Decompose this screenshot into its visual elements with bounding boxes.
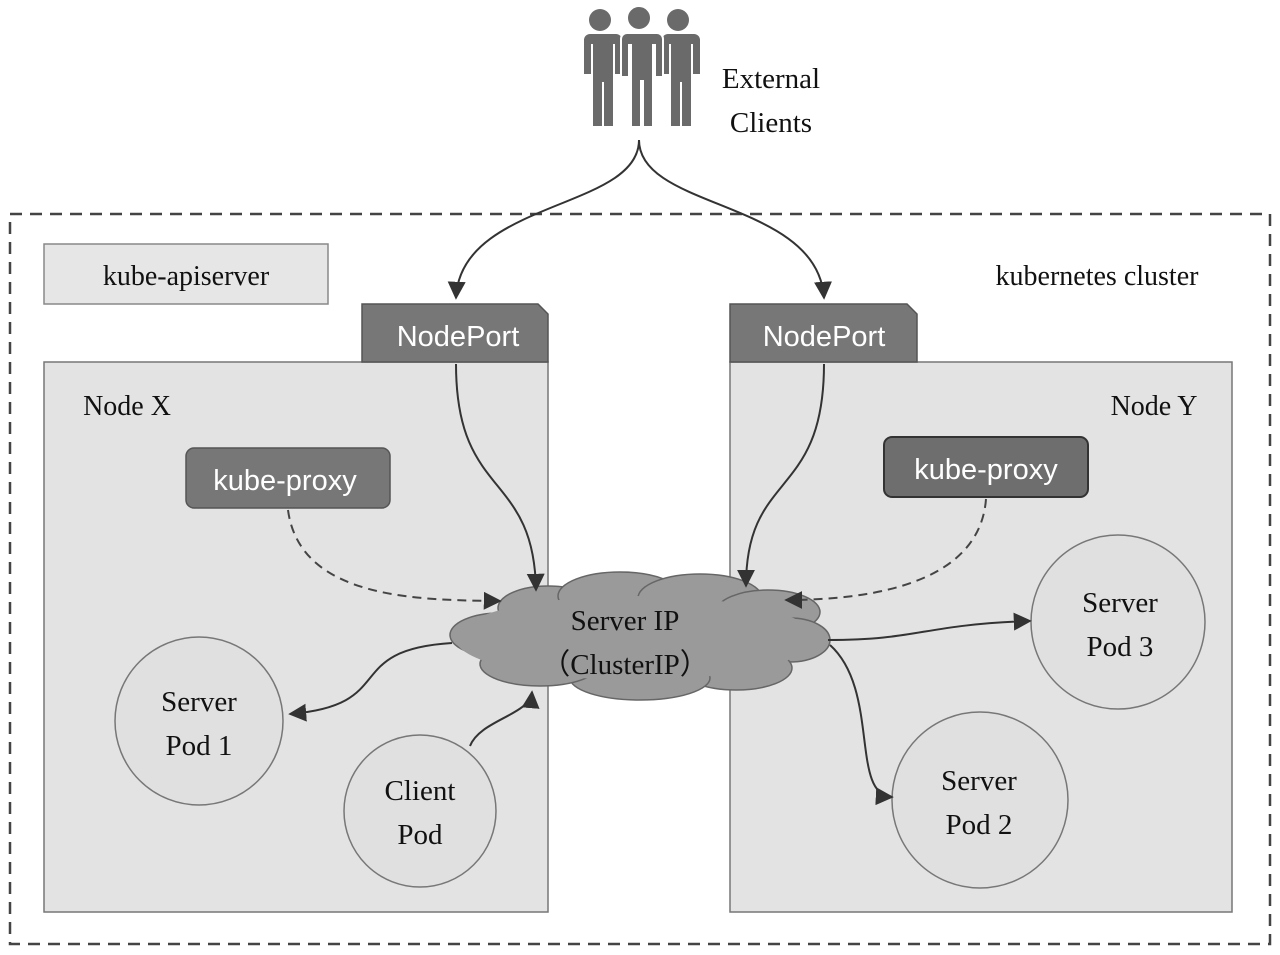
server-pod-3-line1: Server <box>1082 587 1158 619</box>
server-pod-1-line2: Pod 1 <box>166 730 233 762</box>
arrow-service-to-server-pod-3 <box>827 612 1032 641</box>
server-pod-2: Server Pod 2 <box>891 711 1069 889</box>
client-pod-line1: Client <box>385 775 456 807</box>
node-y-label: Node Y <box>1111 391 1198 422</box>
arrow-clients-to-nodeport-x <box>447 139 640 300</box>
kube-proxy-y-label: kube-proxy <box>914 454 1058 486</box>
nodeport-y-label: NodePort <box>763 321 886 353</box>
arrow-kube-proxy-y-to-service <box>784 498 987 609</box>
server-pod-2-line2: Pod 2 <box>946 809 1013 841</box>
client-pod: Client Pod <box>343 734 497 888</box>
arrow-service-to-server-pod-1 <box>288 642 453 722</box>
arrow-clients-to-nodeport-y <box>638 139 832 300</box>
arrow-service-to-server-pod-2 <box>829 644 894 806</box>
service-ip-line1: Server IP <box>571 605 680 637</box>
external-clients-line2: Clients <box>730 107 812 139</box>
nodeport-x: NodePort <box>361 303 549 363</box>
external-clients-line1: External <box>722 63 820 95</box>
cluster-boundary <box>8 212 1272 946</box>
client-pod-line2: Pod <box>397 819 443 851</box>
apiserver-label: kube-apiserver <box>103 261 270 292</box>
arrow-nodeport-y-to-service <box>737 363 825 588</box>
server-pod-2-line1: Server <box>941 765 1017 797</box>
kube-proxy-x-label: kube-proxy <box>213 465 357 497</box>
server-pod-3: Server Pod 3 <box>1030 534 1206 710</box>
nodeport-x-label: NodePort <box>397 321 520 353</box>
arrow-kube-proxy-x-to-service <box>287 509 502 610</box>
kube-proxy-x: kube-proxy <box>185 447 391 509</box>
service-ip-line2: （ClusterIP） <box>541 649 709 681</box>
node-x-label: Node X <box>83 391 171 422</box>
cluster-label: kubernetes cluster <box>996 261 1200 292</box>
arrow-client-pod-to-service <box>469 690 540 747</box>
kube-proxy-y: kube-proxy <box>883 436 1089 498</box>
server-pod-1-line1: Server <box>161 686 237 718</box>
nodeport-y: NodePort <box>729 303 918 363</box>
server-pod-1: Server Pod 1 <box>114 636 284 806</box>
arrow-nodeport-x-to-service <box>455 363 545 592</box>
apiserver-box: kube-apiserver <box>43 243 329 305</box>
people-group-icon <box>584 5 700 128</box>
server-pod-3-line2: Pod 3 <box>1087 631 1154 663</box>
